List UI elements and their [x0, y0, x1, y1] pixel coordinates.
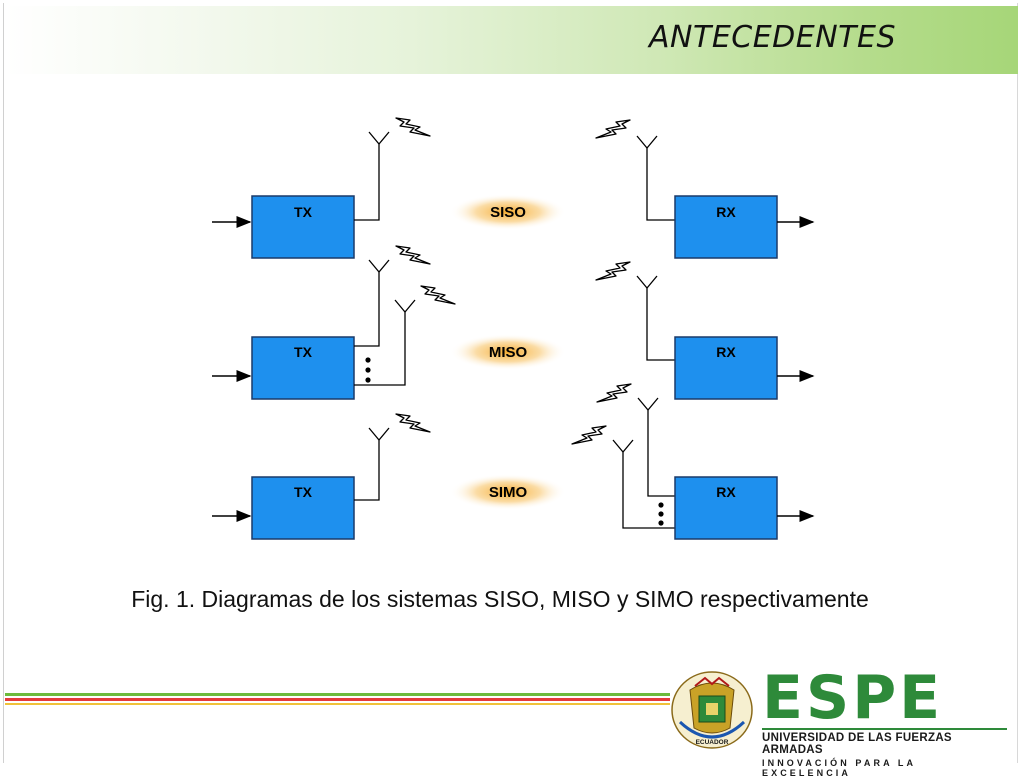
tx-antenna-feed	[354, 272, 380, 347]
ellipsis-dot	[658, 520, 664, 526]
espe-logo: ESPE UNIVERSIDAD DE LAS FUERZAS ARMADAS …	[762, 663, 1007, 778]
antenna-icon	[368, 427, 390, 442]
mode-glow	[450, 334, 566, 370]
rx-block	[674, 195, 778, 259]
tx-antenna-feed	[354, 440, 380, 501]
antenna-icon	[612, 439, 634, 454]
signal-bolt-icon	[595, 119, 631, 139]
slide-title: ANTECEDENTES	[649, 20, 896, 55]
rx-block	[674, 336, 778, 400]
mode-label: SISO	[490, 204, 526, 221]
signal-bolt-icon	[395, 245, 431, 265]
signal-bolt-icon	[420, 285, 456, 305]
header-band	[5, 6, 1018, 74]
tx-antenna-feed	[354, 312, 406, 386]
ellipsis-dot	[658, 511, 664, 517]
antenna-icon	[368, 259, 390, 274]
mode-glow	[450, 474, 566, 510]
antenna-icon	[394, 299, 416, 314]
miso-row: TX MISO RX	[212, 245, 815, 400]
tx-label: TX	[294, 484, 313, 500]
rx-label: RX	[716, 204, 736, 220]
antenna-icon	[368, 131, 390, 146]
rx-label: RX	[716, 484, 736, 500]
university-seal: ECUADOR	[671, 671, 753, 749]
tx-label: TX	[294, 204, 313, 220]
rx-antenna-feed	[646, 288, 675, 361]
tx-block	[251, 476, 355, 540]
tx-block	[251, 195, 355, 259]
tx-antenna-feed	[354, 144, 380, 221]
mode-label: MISO	[489, 344, 528, 361]
mode-label: SIMO	[489, 484, 528, 501]
signal-bolt-icon	[571, 425, 607, 445]
siso-row: TX SISO RX	[212, 117, 815, 259]
tx-label: TX	[294, 344, 313, 360]
tx-block	[251, 336, 355, 400]
rx-antenna-feed	[647, 410, 675, 497]
antenna-icon	[637, 397, 659, 412]
logo-wordmark: ESPE	[762, 663, 944, 733]
antenna-icon	[636, 135, 658, 150]
ellipsis-dot	[658, 502, 664, 508]
rx-antenna-feed	[646, 148, 675, 221]
rx-antenna-feed	[622, 452, 675, 529]
figure-caption: Fig. 1. Diagramas de los sistemas SISO, …	[131, 586, 869, 612]
signal-bolt-icon	[395, 117, 431, 137]
footer-stripes	[5, 693, 670, 713]
signal-bolt-icon	[395, 413, 431, 433]
rx-block	[674, 476, 778, 540]
antenna-icon	[636, 275, 658, 290]
seal-country: ECUADOR	[696, 739, 729, 746]
rx-label: RX	[716, 344, 736, 360]
simo-row: TX SIMO RX	[212, 383, 815, 540]
signal-bolt-icon	[596, 383, 632, 403]
signal-bolt-icon	[595, 261, 631, 281]
slide-frame	[3, 3, 1018, 763]
ellipsis-dot	[365, 367, 371, 373]
logo-motto: INNOVACIÓN PARA LA EXCELENCIA	[762, 758, 916, 778]
logo-university-name: UNIVERSIDAD DE LAS FUERZAS ARMADAS	[762, 728, 1007, 756]
ellipsis-dot	[365, 377, 371, 383]
ellipsis-dot	[365, 357, 371, 363]
mode-glow	[450, 194, 566, 230]
